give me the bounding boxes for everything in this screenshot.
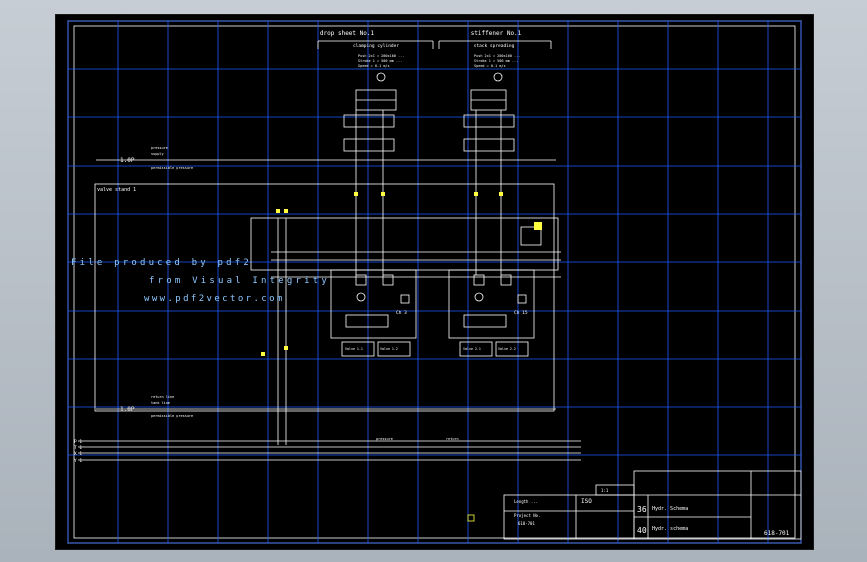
valve-block-2-label: Ch 15 (514, 310, 528, 316)
left-specs: Push 2x1 = 200x160 ... Stroke 1 = 500 mm… (358, 54, 404, 68)
svg-text:Valve 1.1: Valve 1.1 (345, 347, 363, 351)
svg-text:return line: return line (151, 395, 174, 399)
svg-text:36: 36 (637, 505, 647, 514)
header-right-sub: stack spreading (474, 43, 515, 49)
svg-text:Speed = 0.1 m/s: Speed = 0.1 m/s (474, 64, 506, 68)
valve-block-1 (330, 190, 417, 357)
svg-text:permissible pressure: permissible pressure (151, 166, 193, 170)
title-block (503, 470, 802, 540)
connection-markers (261, 192, 503, 356)
inner-border (73, 25, 796, 539)
pressure-bottom-note: return line tank line permissible pressu… (151, 395, 193, 418)
svg-text:Stroke 1 = 500 mm ...: Stroke 1 = 500 mm ... (474, 59, 518, 63)
svg-text:Speed = 0.1 m/s: Speed = 0.1 m/s (358, 64, 390, 68)
pressure-top: 1.0P (120, 157, 135, 164)
valve-block-2 (448, 190, 535, 357)
right-specs: Push 2x1 = 200x160 ... Stroke 1 = 500 mm… (474, 54, 520, 68)
svg-text:Hydr. schema: Hydr. schema (652, 526, 688, 532)
line-label-mid: return (446, 437, 459, 441)
svg-text:Push 2x1 = 200x160 ...: Push 2x1 = 200x160 ... (358, 54, 404, 58)
bus-lines (78, 440, 581, 461)
header-left: drop sheet No.1 (320, 30, 375, 37)
svg-text:pressure: pressure (151, 146, 168, 150)
header-left-sub: clamping cylinder (353, 43, 399, 49)
svg-text:Valve 2.1: Valve 2.1 (463, 347, 481, 351)
valve-stand-label: valve stand 1 (97, 187, 136, 193)
svg-text:40: 40 (637, 526, 647, 535)
cylinder-right (463, 72, 515, 190)
svg-text:Project No.: Project No. (514, 513, 541, 518)
hydraulic-schematic: drop sheet No.1 clamping cylinder stiffe… (67, 20, 802, 544)
line-label-left: pressure (376, 437, 393, 441)
watermark-line-1: File produced by pdf2 (71, 258, 252, 268)
bus-labels: P 1 T 1 X 1 Y 1 (74, 439, 82, 464)
valve-block-1-label: Ch 3 (396, 310, 407, 316)
svg-text:Valve 1.2: Valve 1.2 (380, 347, 398, 351)
pressure-bottom: 1.0P (120, 406, 135, 413)
cylinder-left (343, 72, 397, 190)
svg-text:1:1: 1:1 (601, 488, 609, 493)
svg-text:Length ...: Length ... (514, 499, 538, 504)
svg-text:Y 1: Y 1 (74, 458, 82, 464)
sheet-grid (67, 20, 802, 544)
svg-text:Valve 2.2: Valve 2.2 (498, 347, 516, 351)
svg-text:P 1: P 1 (74, 439, 82, 445)
drawing-frame: drop sheet No.1 clamping cylinder stiffe… (55, 14, 814, 550)
svg-text:Hydr. Schema: Hydr. Schema (652, 506, 688, 512)
svg-text:Stroke 1 = 500 mm ...: Stroke 1 = 500 mm ... (358, 59, 402, 63)
pressure-top-note: pressure supply permissible pressure (151, 146, 193, 170)
watermark-line-2: from Visual Integrity (149, 276, 330, 286)
header-right: stiffener No.1 (471, 30, 522, 37)
svg-text:X 1: X 1 (74, 451, 82, 457)
svg-text:618-701: 618-701 (518, 521, 535, 526)
svg-text:T 1: T 1 (74, 445, 82, 451)
svg-text:618-701: 618-701 (764, 530, 790, 537)
svg-text:permissible pressure: permissible pressure (151, 414, 193, 418)
svg-text:tank line: tank line (151, 401, 170, 405)
svg-text:supply: supply (151, 152, 164, 156)
svg-text:Push 2x1 = 200x160 ...: Push 2x1 = 200x160 ... (474, 54, 520, 58)
watermark-line-3: www.pdf2vector.com (144, 294, 285, 304)
valve-stand-box (94, 183, 555, 412)
svg-text:ISO: ISO (581, 498, 592, 505)
